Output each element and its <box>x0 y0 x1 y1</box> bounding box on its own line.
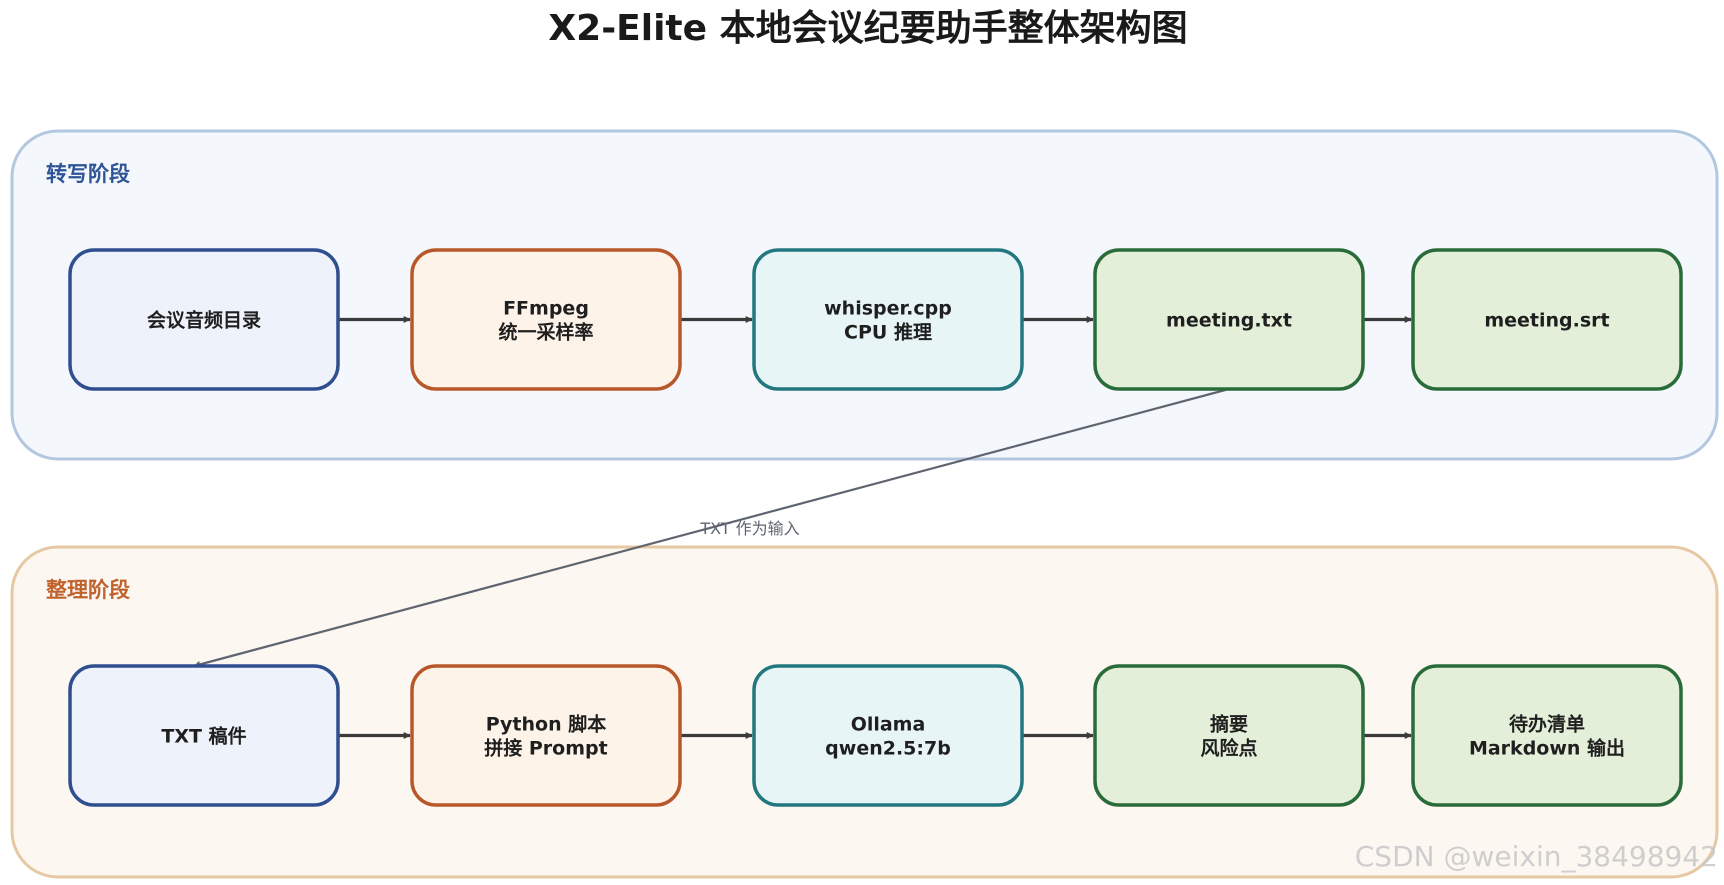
node-label-line: 统一采样率 <box>498 321 593 344</box>
edge-meeting_txt-to-txt_draft: TXT 作为输入 <box>193 387 1230 668</box>
node-label-line: Python 脚本 <box>486 713 606 736</box>
node-box <box>1093 664 1365 807</box>
node-box <box>410 248 682 391</box>
node-label-line: CPU 推理 <box>844 321 932 344</box>
node-box <box>68 664 340 807</box>
node-label-line: 待办清单 <box>1509 713 1585 736</box>
node-box <box>1093 248 1365 391</box>
node-label-line: 拼接 Prompt <box>484 737 607 760</box>
node-label-line: whisper.cpp <box>824 298 952 320</box>
diagram-title: X2-Elite 本地会议纪要助手整体架构图 <box>548 8 1187 49</box>
node-label-line: meeting.srt <box>1484 310 1609 332</box>
watermark: CSDN @weixin_38498942 <box>1355 840 1718 873</box>
node-label-line: qwen2.5:7b <box>825 738 951 760</box>
node-label-line: 会议音频目录 <box>147 309 261 332</box>
edge-layer: TXT 作为输入 <box>193 316 1412 739</box>
node-label-line: Markdown 输出 <box>1469 737 1625 760</box>
node-label-line: FFmpeg <box>503 298 589 320</box>
node-box <box>752 664 1024 807</box>
node-txt_draft: TXT 稿件 <box>68 664 340 807</box>
stage-organize-label: 整理阶段 <box>46 578 130 602</box>
node-box <box>410 664 682 807</box>
node-meeting_srt: meeting.srt <box>1411 248 1683 391</box>
node-box <box>68 248 340 391</box>
node-label-line: meeting.txt <box>1166 310 1292 332</box>
node-label-line: 风险点 <box>1200 737 1257 760</box>
node-label-line: TXT 稿件 <box>161 725 246 748</box>
node-box <box>1411 248 1683 391</box>
edge-label: TXT 作为输入 <box>699 519 799 538</box>
node-meeting_txt: meeting.txt <box>1093 248 1365 391</box>
stage-transcribe-label: 转写阶段 <box>46 162 130 186</box>
edge-line <box>193 387 1230 668</box>
node-label-line: 摘要 <box>1210 713 1248 736</box>
node-audio_dir: 会议音频目录 <box>68 248 340 391</box>
node-label-line: Ollama <box>851 714 926 736</box>
node-box <box>1411 664 1683 807</box>
node-box <box>752 248 1024 391</box>
